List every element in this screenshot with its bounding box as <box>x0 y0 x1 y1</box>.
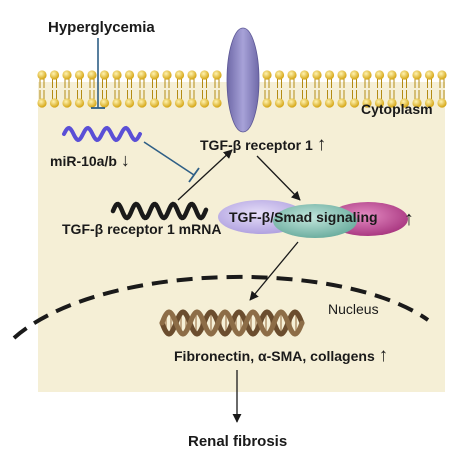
genes-list: Fibronectin, α-SMA, collagens <box>174 348 375 364</box>
mirna-down-arrow: ↓ <box>121 150 130 170</box>
smad-complex-icon <box>218 200 408 238</box>
genes-label: Fibronectin, α-SMA, collagens ↑ <box>174 345 388 366</box>
cytoplasm-area <box>38 82 445 392</box>
hyperglycemia-label: Hyperglycemia <box>48 19 155 36</box>
genes-up-arrow: ↑ <box>379 345 389 366</box>
membrane-icon <box>37 70 447 108</box>
smad-green-subunit <box>273 204 357 238</box>
mirna-name: miR-10a/b <box>50 153 117 169</box>
receptor-name: TGF-β receptor 1 <box>200 137 313 153</box>
mrna-label: TGF-β receptor 1 mRNA <box>62 221 221 237</box>
signaling-label: TGF-β/Smad signaling <box>229 209 378 225</box>
mirna-label: miR-10a/b ↓ <box>50 150 130 170</box>
mirna-wave-icon <box>62 125 142 143</box>
mirna-inhibit-line <box>143 141 195 176</box>
mirna-inhibit-bar <box>188 167 200 183</box>
receptor-up-arrow: ↑ <box>317 134 327 155</box>
receptor-label: TGF-β receptor 1 ↑ <box>200 134 326 155</box>
signaling-up-arrow: ↑ <box>404 208 414 230</box>
mrna-wave-icon <box>110 201 209 221</box>
mrna-to-receptor-arrow <box>177 149 233 201</box>
receptor-icon <box>226 27 260 133</box>
outcome-label: Renal fibrosis <box>188 433 287 450</box>
nuclear-envelope <box>12 274 430 340</box>
cytoplasm-label: Cytoplasm <box>361 101 433 117</box>
dna-helix-icon <box>159 309 305 337</box>
smad-to-nucleus-arrow <box>249 241 299 301</box>
receptor-to-smad-arrow <box>256 155 301 201</box>
nucleus-label: Nucleus <box>328 301 379 317</box>
